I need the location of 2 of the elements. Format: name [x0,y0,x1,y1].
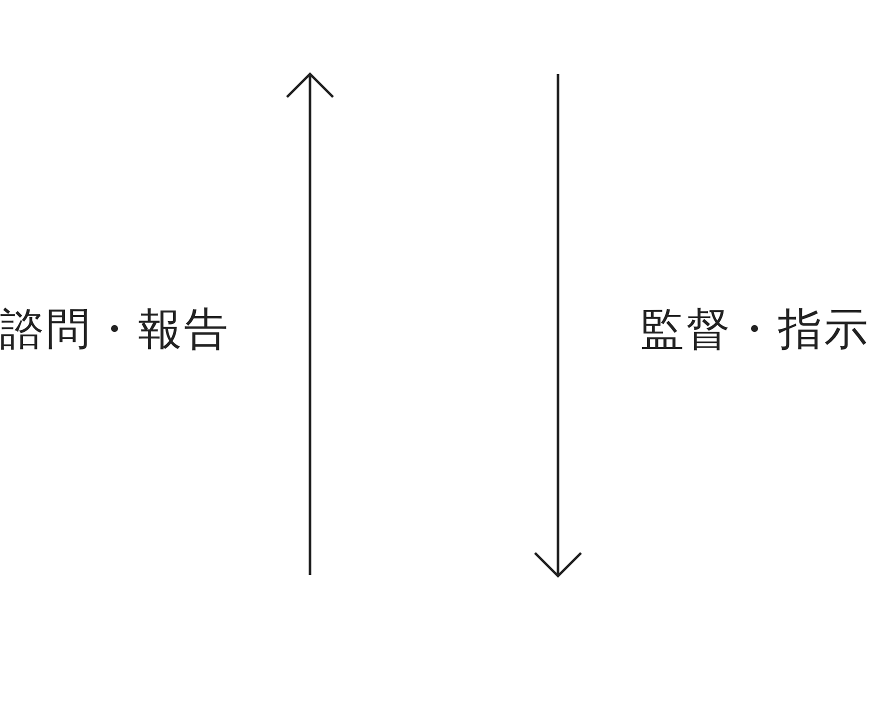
label-text: 監督・指示 [640,303,870,357]
label-text: 諮問・報告 [0,303,230,357]
